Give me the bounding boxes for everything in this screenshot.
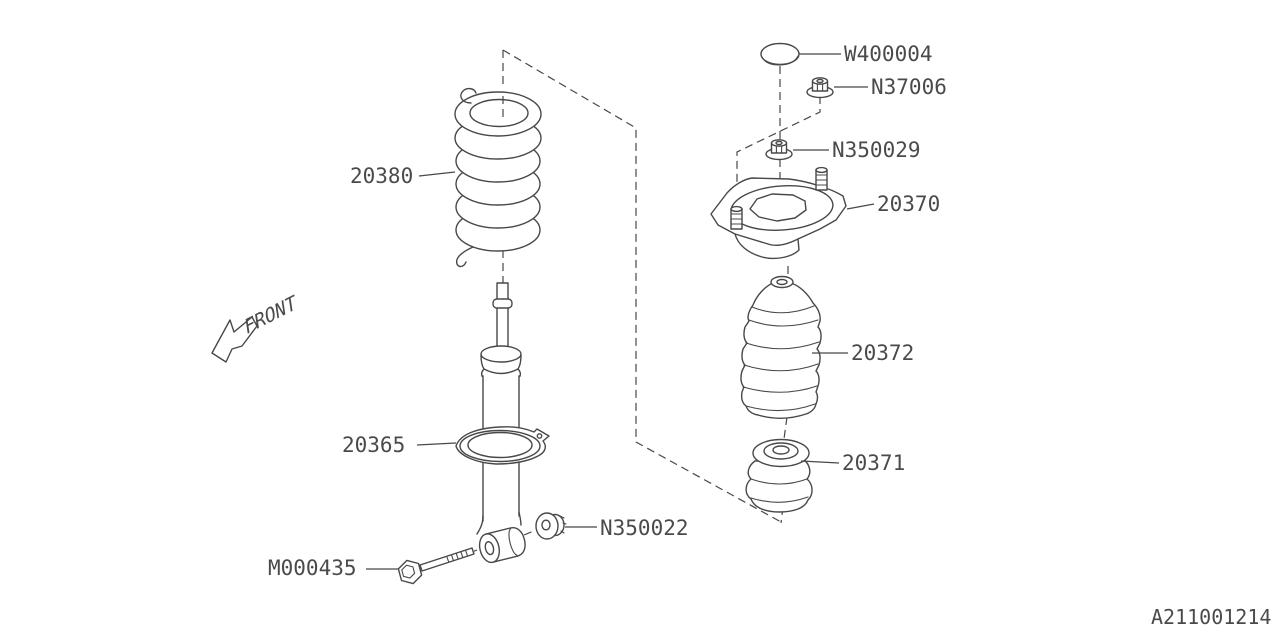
part-label-n350029[interactable]: N350029 [832, 138, 921, 162]
nut-axis-dash [523, 529, 537, 536]
nut-n37006-drawing [806, 77, 834, 99]
part-label-20372[interactable]: 20372 [851, 341, 914, 365]
part-label-n37006[interactable]: N37006 [871, 75, 947, 99]
helper-rubber-drawing [745, 438, 813, 513]
front-label: FRONT [241, 290, 301, 338]
spring-bottom-wire-end [455, 246, 474, 268]
diagram-code: A211001214 [1151, 605, 1271, 629]
part-label-m000435[interactable]: M000435 [268, 556, 357, 580]
axis-dashed-path-long [502, 49, 782, 523]
leader-lines [366, 53, 875, 570]
shock-absorber-drawing [397, 282, 567, 585]
seat-plate-hole [536, 433, 543, 439]
strut-mount-drawing [710, 166, 847, 260]
part-label-20380[interactable]: 20380 [350, 164, 413, 188]
coil-spring-drawing [454, 87, 542, 268]
piston-rod [496, 282, 509, 352]
lower-nut-drawing [535, 512, 567, 540]
rod-collar [492, 298, 513, 309]
part-label-n350022[interactable]: N350022 [600, 516, 689, 540]
dust-cover-drawing [740, 275, 822, 419]
bolt-drawing [397, 547, 475, 585]
nut-n350029-drawing [765, 139, 793, 161]
top-nut-stud-dash [736, 96, 821, 206]
mount-stud-right [815, 166, 828, 191]
boot-bump-dash [783, 416, 788, 440]
part-label-20370[interactable]: 20370 [877, 192, 940, 216]
front-direction-indicator: FRONT [211, 290, 301, 363]
part-label-w400004[interactable]: W400004 [844, 42, 933, 66]
mount-center-hole [749, 193, 807, 222]
spring-top-wire-end [460, 87, 477, 104]
front-arrow-icon [211, 316, 258, 363]
eye-bushing [478, 526, 526, 564]
part-label-20371[interactable]: 20371 [842, 451, 905, 475]
cap-drawing [760, 42, 800, 66]
part-label-20365[interactable]: 20365 [342, 433, 405, 457]
mount-stud-left [730, 205, 743, 230]
